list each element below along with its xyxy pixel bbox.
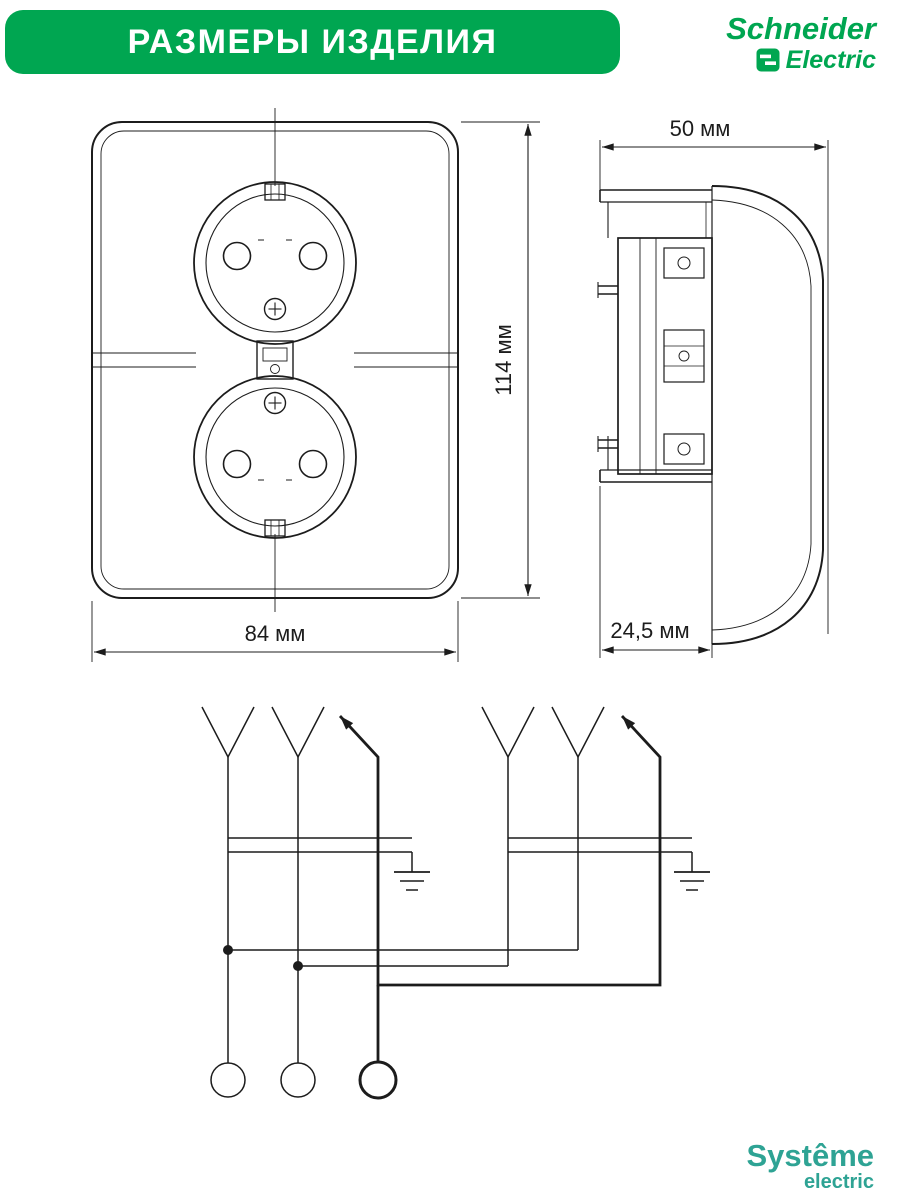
- systeme-electric-logo: Systême electric: [746, 1137, 874, 1194]
- lower-socket-screw: [263, 391, 287, 415]
- cover-profile-inner: [711, 199, 812, 631]
- wiring-diagram: [201, 706, 710, 1100]
- schneider-logo-line1: Schneider: [726, 11, 876, 46]
- dimension-label-recess: 24,5 мм: [610, 618, 689, 643]
- header-banner: РАЗМЕРЫ ИЗДЕЛИЯ: [5, 10, 620, 74]
- upper-socket-pin-hole-left: [222, 241, 252, 271]
- wire-fork: [201, 706, 255, 759]
- schneider-logo-icon: [756, 48, 780, 72]
- systeme-logo-line1: Systême: [746, 1137, 874, 1173]
- earth-symbol-left: [394, 852, 430, 891]
- dimension-label-width: 84 мм: [245, 621, 306, 646]
- cover-profile-outer: [711, 185, 824, 645]
- wire-fork: [271, 706, 325, 759]
- dimension-label-height: 114 мм: [491, 324, 516, 395]
- earth-symbol-right: [674, 852, 710, 891]
- wire-end-circle: [280, 1062, 316, 1098]
- wire-fork: [481, 706, 535, 759]
- wire-end-circle-bold: [358, 1060, 398, 1100]
- center-joint: [256, 340, 294, 380]
- schneider-logo-line2: Electric: [785, 45, 876, 74]
- upper-socket-pin-hole-right: [298, 241, 328, 271]
- lower-socket: [193, 375, 357, 539]
- upper-socket-screw: [263, 297, 287, 321]
- earth-conductor: [338, 715, 662, 987]
- systeme-logo-line2: electric: [803, 1171, 874, 1194]
- wire-end-circle: [210, 1062, 246, 1098]
- cover-plate-outline: [91, 121, 459, 599]
- junction-dot: [223, 945, 233, 955]
- side-dimensions: 50 мм 24,5 мм: [599, 116, 829, 658]
- front-dimensions: 114 мм 84 мм: [91, 121, 540, 662]
- page-title: РАЗМЕРЫ ИЗДЕЛИЯ: [127, 22, 498, 61]
- mechanism-body: [617, 237, 713, 475]
- front-view: 114 мм 84 мм: [91, 108, 540, 662]
- dimension-label-depth: 50 мм: [670, 116, 731, 141]
- lower-socket-pin-hole-left: [222, 449, 252, 479]
- upper-socket: [193, 181, 357, 345]
- junction-dot: [293, 961, 303, 971]
- side-view: 50 мм 24,5 мм: [597, 116, 829, 658]
- upper-socket-earth-clip: [264, 183, 286, 201]
- lower-socket-earth-clip: [264, 519, 286, 537]
- lower-socket-pin-hole-right: [298, 449, 328, 479]
- schneider-logo-row: Electric: [726, 47, 876, 73]
- wire-fork: [551, 706, 605, 759]
- schneider-electric-logo: Schneider Electric: [726, 13, 876, 73]
